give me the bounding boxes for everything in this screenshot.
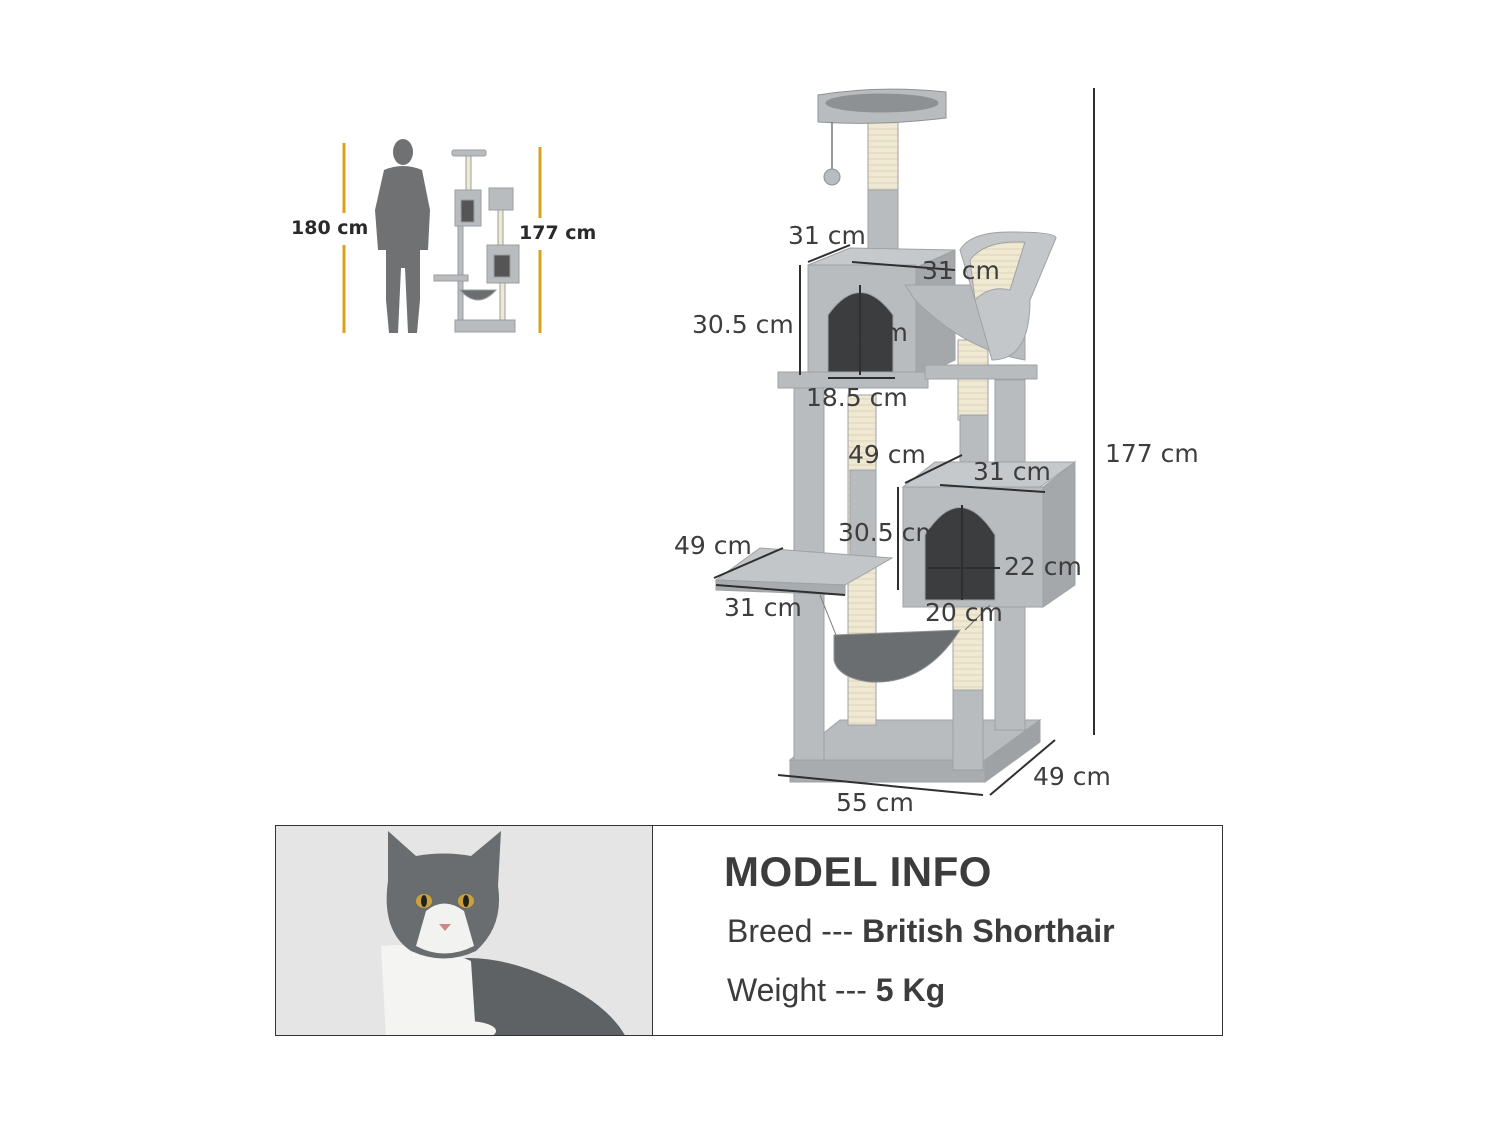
weight-value: 5 Kg <box>875 972 946 1008</box>
upper-condo-height-label: 30.5 cm <box>692 310 794 339</box>
cat-model-photo <box>276 826 653 1035</box>
total-height-label: 177 cm <box>1105 439 1199 468</box>
mini-cat-tree-icon <box>433 149 520 333</box>
top-platform-width-label: 31 cm <box>922 256 1000 285</box>
top-perch <box>817 88 947 124</box>
side-platform-width-label: 49 cm <box>674 531 752 560</box>
dimension-lines <box>713 88 1095 796</box>
side-platform-depth-label: 31 cm <box>724 593 802 622</box>
lower-condo-height-label: 30.5 cm <box>838 518 940 547</box>
upper-door-width-label: 18.5 cm <box>806 383 908 412</box>
breed-label: Breed --- <box>727 913 863 949</box>
base-depth-label: 49 cm <box>1033 762 1111 791</box>
breed-value: British Shorthair <box>862 913 1115 949</box>
person-height-label: 180 cm <box>291 217 369 239</box>
hammock <box>819 594 991 683</box>
weight-line: Weight --- 5 Kg <box>727 972 945 1009</box>
hanging-ball-toy <box>823 168 841 186</box>
lower-door-width-label: 20 cm <box>925 598 1003 627</box>
top-platform-depth-label: 31 cm <box>788 221 866 250</box>
lower-condo-width-label: 49 cm <box>848 440 926 469</box>
base-width-label: 55 cm <box>836 788 914 817</box>
lower-condo-depth-label: 31 cm <box>973 457 1051 486</box>
cat-photo-drawing <box>276 826 652 1035</box>
breed-line: Breed --- British Shorthair <box>727 913 1115 950</box>
tunnel-lounger <box>904 231 1057 380</box>
lower-door-height-label: 22 cm <box>1004 552 1082 581</box>
upper-door-height-label: 22 cm <box>830 318 908 347</box>
model-info-box <box>275 825 1223 1036</box>
model-info-title: MODEL INFO <box>724 848 992 895</box>
tree-height-label: 177 cm <box>519 222 597 244</box>
weight-label: Weight --- <box>727 972 876 1008</box>
person-silhouette-icon <box>375 139 430 333</box>
